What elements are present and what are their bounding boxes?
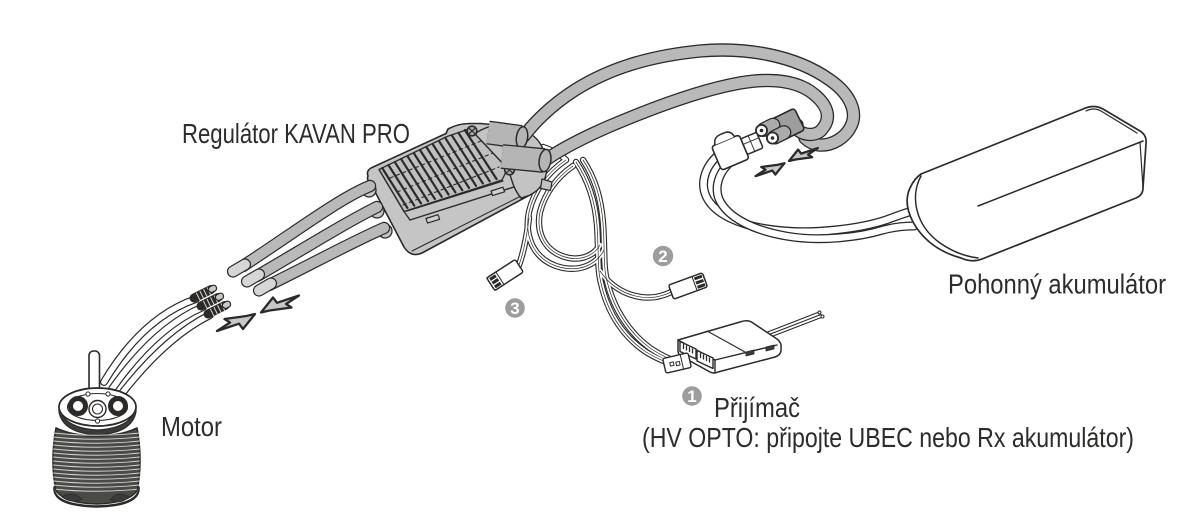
svg-text:Přijímač: Přijímač	[714, 392, 800, 423]
svg-text:(HV OPTO: připojte UBEC nebo R: (HV OPTO: připojte UBEC nebo Rx akumulát…	[642, 422, 1134, 453]
svg-text:2: 2	[658, 247, 667, 266]
svg-text:1: 1	[687, 387, 696, 406]
svg-text:Motor: Motor	[161, 411, 222, 442]
svg-text:3: 3	[510, 299, 519, 318]
svg-text:Pohonný akumulátor: Pohonný akumulátor	[948, 269, 1166, 300]
svg-text:Regulátor KAVAN PRO: Regulátor KAVAN PRO	[182, 118, 410, 149]
